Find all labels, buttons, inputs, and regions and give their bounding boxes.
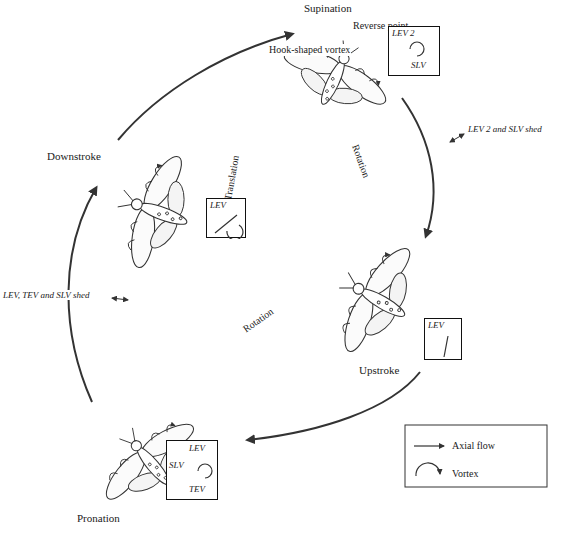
legend-label: Axial flow bbox=[452, 440, 495, 451]
stage-label: Rotation bbox=[240, 305, 276, 335]
vortex-label: LEV bbox=[189, 444, 205, 454]
shed-arrows bbox=[112, 134, 464, 300]
stage-label: LEV 2 and SLV shed bbox=[467, 124, 543, 134]
stage-label: Rotation bbox=[349, 142, 372, 180]
stage-label: Pronation bbox=[76, 512, 121, 525]
stage-label: Downstroke bbox=[46, 150, 102, 163]
legend-label: Vortex bbox=[452, 468, 478, 479]
moth-figures bbox=[82, 20, 435, 521]
vortex-label: SLV bbox=[169, 461, 184, 471]
legend-box bbox=[405, 425, 547, 487]
vortex-label: TEV bbox=[189, 485, 205, 495]
stage-label: Hook-shaped vortex bbox=[268, 44, 351, 56]
vortex-inset: LEV SLV TEV bbox=[166, 440, 218, 500]
vortex-label: LEV bbox=[210, 201, 226, 211]
vortex-label: LEV 2 bbox=[392, 29, 415, 39]
stage-label: Upstroke bbox=[358, 364, 400, 377]
vortex-inset: LEV bbox=[206, 198, 246, 238]
stage-label: Translation bbox=[222, 154, 242, 202]
vortex-inset: LEV bbox=[424, 318, 462, 360]
vortex-inset: LEV 2 SLV bbox=[388, 26, 440, 76]
axial-flow-sample bbox=[414, 445, 444, 446]
vortex-label: LEV bbox=[428, 321, 444, 331]
vortex-sample bbox=[416, 463, 440, 476]
stage-label: LEV, TEV and SLV shed bbox=[2, 290, 90, 300]
vortex-label: SLV bbox=[411, 61, 426, 71]
stage-label: Supination bbox=[303, 2, 353, 15]
